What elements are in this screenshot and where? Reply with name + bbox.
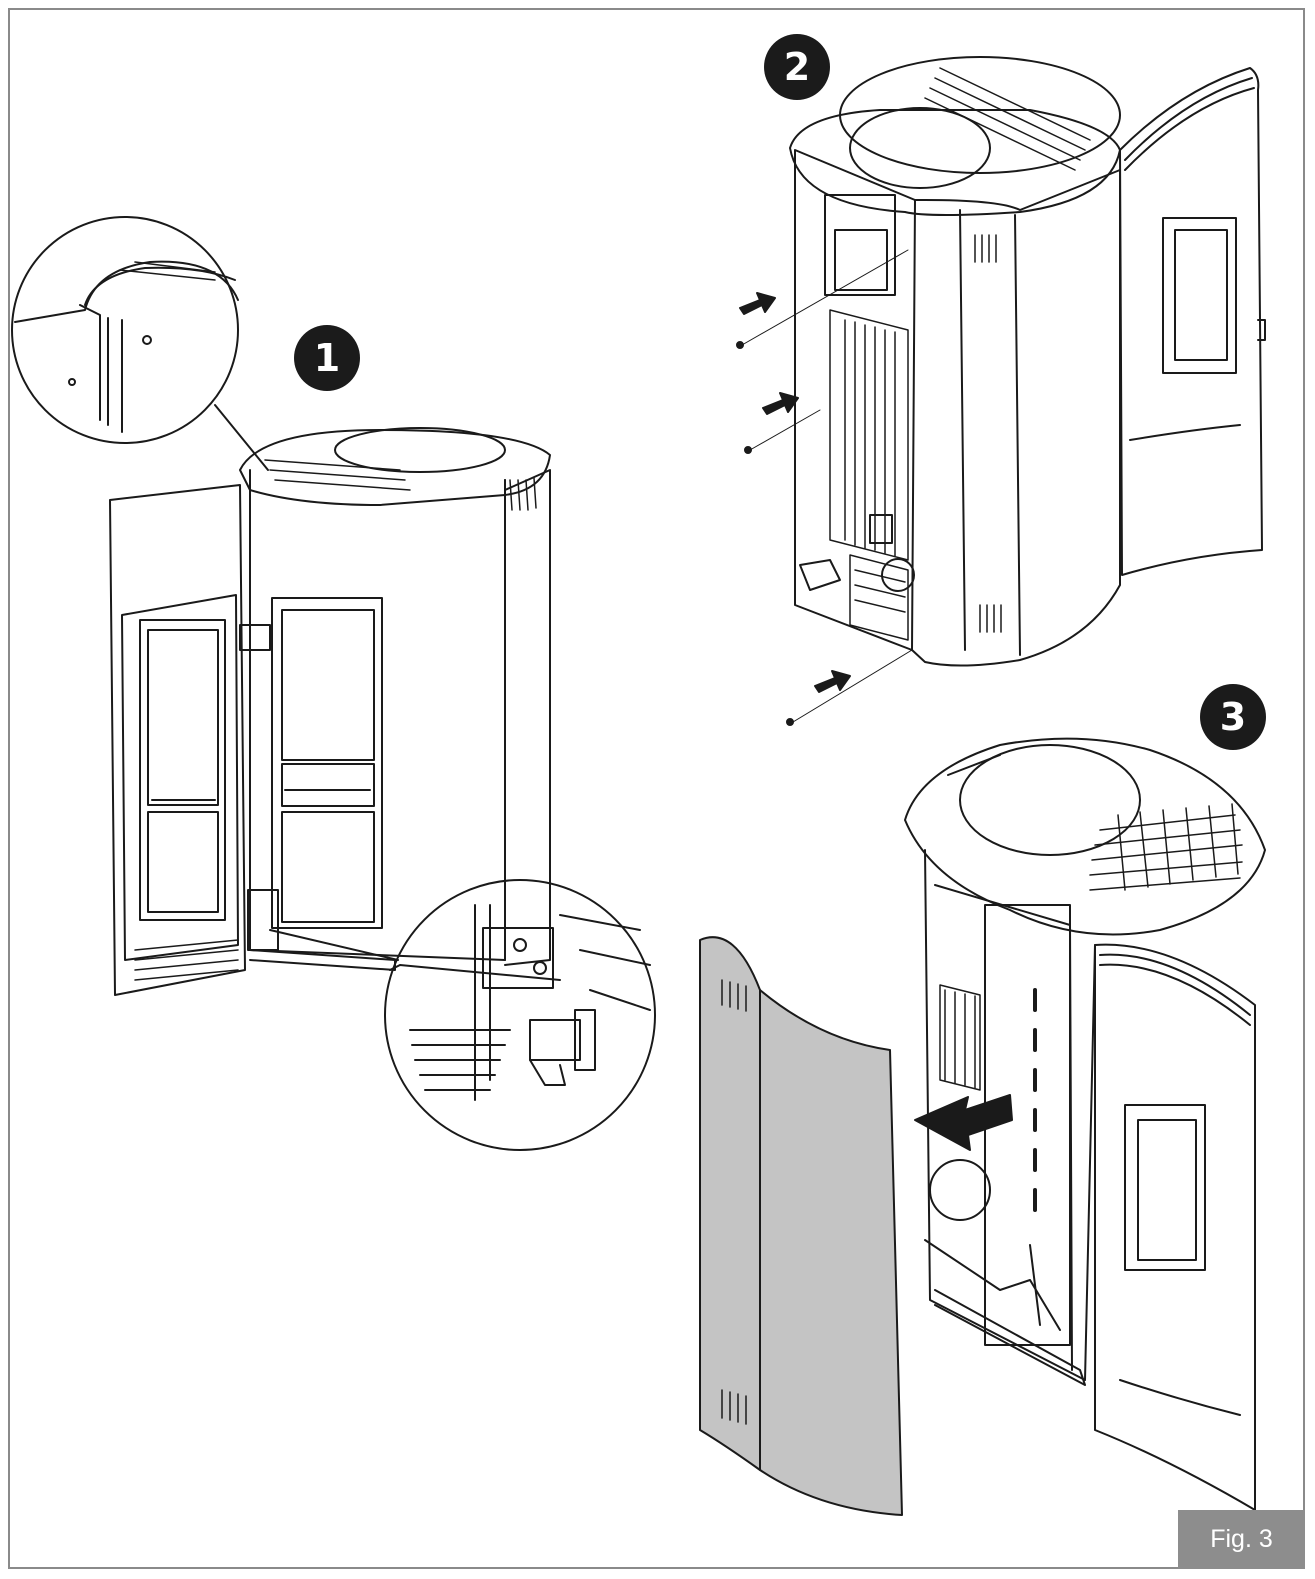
step-number: 3 <box>1219 695 1247 739</box>
step-badge-1: 1 <box>294 325 360 391</box>
step2-arrows <box>736 249 913 726</box>
step3-arrow <box>914 1094 1013 1151</box>
stove-step2 <box>789 56 1266 667</box>
step-badge-2: 2 <box>764 34 830 100</box>
stove-step3 <box>699 737 1266 1516</box>
figure-label: Fig. 3 <box>1178 1510 1305 1569</box>
figure-label-text: Fig. 3 <box>1210 1525 1273 1553</box>
detail-circle-top <box>11 216 269 471</box>
detail-circle-bottom <box>269 879 656 1151</box>
step-number: 2 <box>783 45 811 89</box>
step-badge-3: 3 <box>1200 684 1266 750</box>
step-number: 1 <box>313 336 341 380</box>
stove-step1 <box>109 427 551 996</box>
